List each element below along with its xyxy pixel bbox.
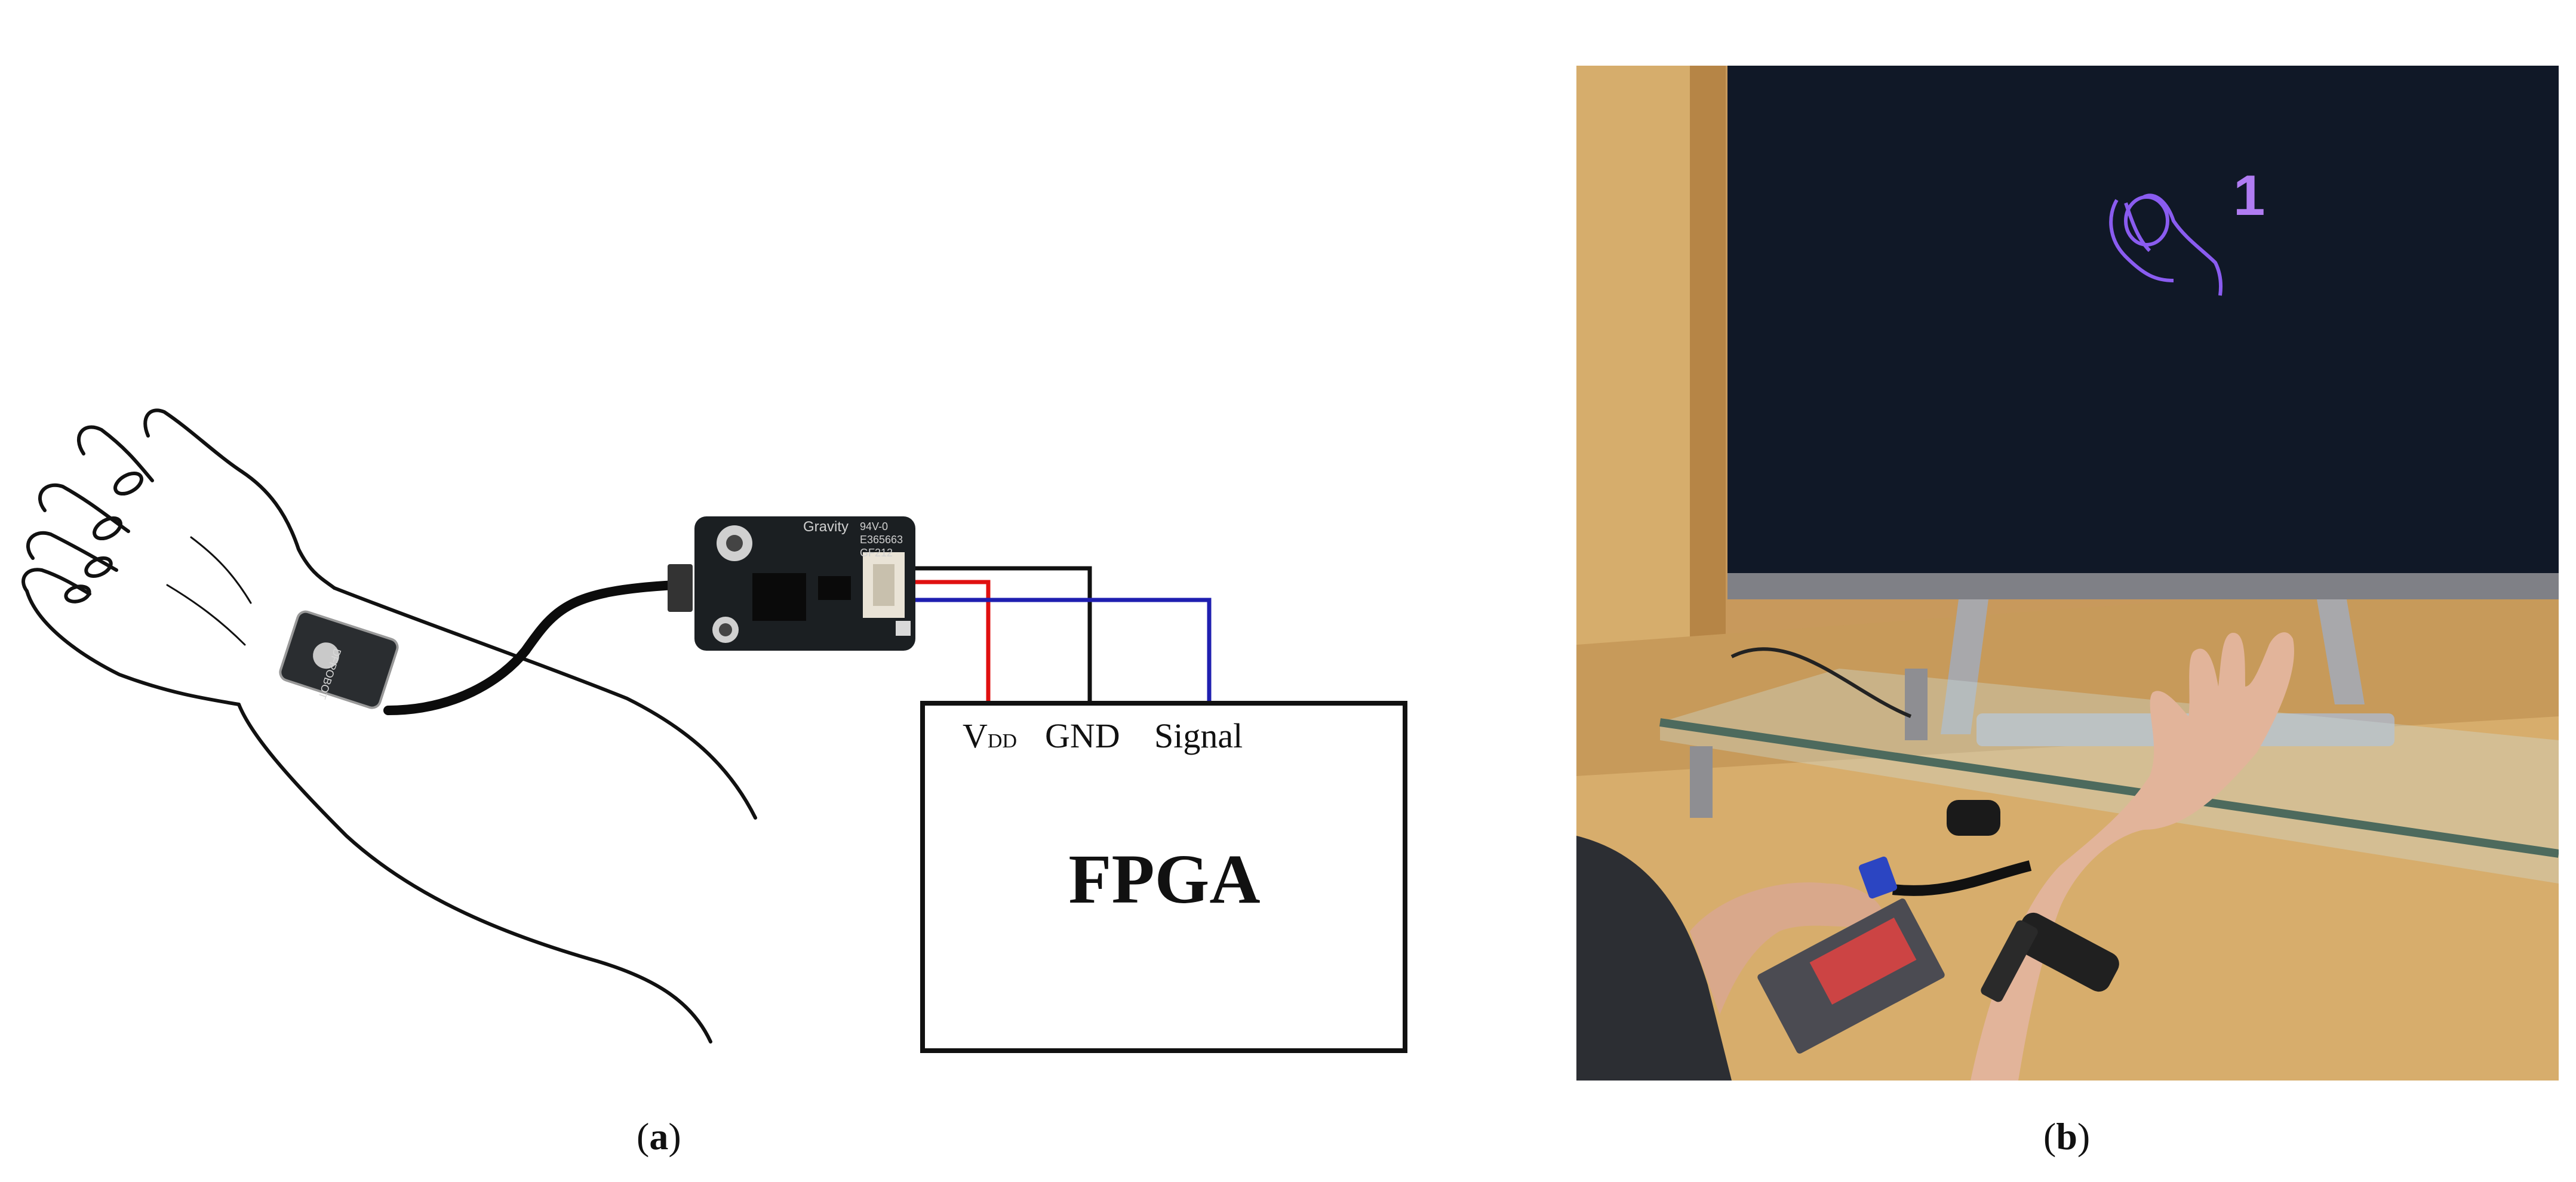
pin-vdd-main: V [963, 716, 988, 755]
caption-a-letter: a [649, 1115, 669, 1158]
vdd-wire [915, 580, 991, 703]
photo-right-hand [1971, 632, 2294, 1081]
pin-vdd-subscript: DD [988, 730, 1017, 752]
sensor-board: Gravity 94V-0 E365663 GF212 [668, 516, 915, 651]
emg-sensor-pad: DFROBOT [279, 610, 399, 709]
panel-b-photo: 1 [1576, 66, 2559, 1081]
board-code-1: 94V-0 [860, 521, 888, 532]
caption-b-close: ) [2077, 1115, 2091, 1158]
pin-signal-label: Signal [1154, 716, 1243, 755]
fpga-label: FPGA [1068, 840, 1260, 918]
pin-gnd-label: GND [1045, 716, 1120, 755]
sensor-cable [383, 580, 680, 715]
monitor-screen [1727, 66, 2559, 597]
caption-b-open: ( [2043, 1115, 2057, 1158]
caption-a-open: ( [637, 1115, 650, 1158]
screen-digit: 1 [2233, 164, 2265, 227]
caption-a-close: ) [668, 1115, 681, 1158]
fpga-box [920, 701, 1407, 1053]
gnd-wire [915, 566, 1092, 703]
wires [915, 566, 1212, 703]
hand-drawing [21, 408, 757, 1044]
caption-b-letter: b [2056, 1115, 2077, 1158]
board-code-3: GF212 [860, 547, 893, 559]
signal-wire [915, 598, 1212, 703]
panel-b-caption: (b) [2043, 1118, 2090, 1156]
pin-vdd-label: VDD [963, 716, 1017, 755]
board-code-2: E365663 [860, 534, 903, 546]
panel-a-caption: (a) [637, 1118, 681, 1156]
screen-hand-drawing [2109, 193, 2223, 296]
panel-a-diagram: DFROBOT Gravity 94V-0 E365663 GF212 [21, 408, 1407, 1053]
board-brand-text: Gravity [803, 519, 849, 535]
photo-left-hand-board [1576, 836, 1945, 1081]
